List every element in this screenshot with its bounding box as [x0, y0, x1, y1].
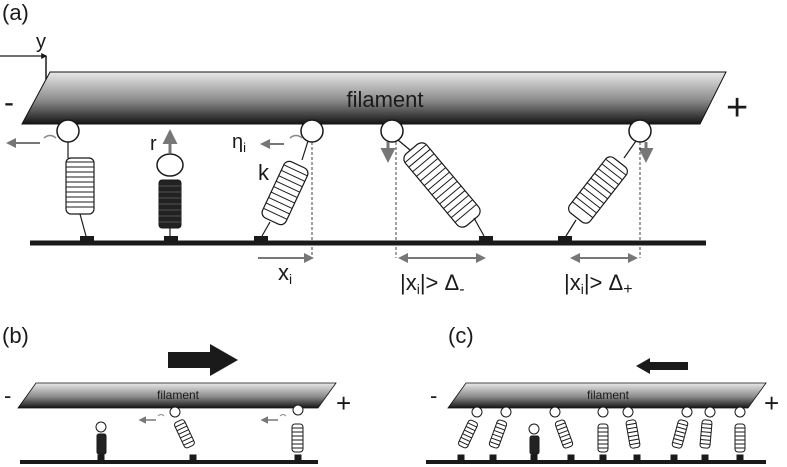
- r-label: r: [150, 133, 157, 155]
- motion-arrow-c: [636, 358, 688, 374]
- motors-b: [95, 404, 304, 461]
- panel-c-label: (c): [448, 323, 474, 348]
- minus-end-b: -: [4, 383, 11, 408]
- filament-b-label: filament: [157, 388, 200, 402]
- filament-a-label: filament: [346, 87, 423, 112]
- motor-5: [558, 119, 654, 263]
- panel-b-label: (b): [2, 323, 29, 348]
- plus-end-b: +: [336, 388, 351, 418]
- minus-end-c: -: [430, 383, 437, 408]
- filament-b: [17, 382, 337, 409]
- minus-end-a: -: [4, 86, 14, 119]
- panel-a-label: (a): [2, 0, 29, 25]
- filament-c-label: filament: [587, 388, 630, 402]
- motor-3: [254, 119, 324, 263]
- detach-minus-label: |xi|> Δ-: [400, 270, 465, 298]
- filament-c: [447, 382, 767, 409]
- plus-end-a: +: [726, 87, 748, 129]
- detach-plus-label: |xi|> Δ+: [564, 270, 633, 298]
- y-label: y: [36, 31, 46, 53]
- motor-2-detached: [156, 129, 184, 244]
- plus-end-c: +: [764, 388, 779, 418]
- motion-arrow-b: [168, 344, 238, 376]
- k-label: k: [258, 160, 270, 185]
- eta-label: ηi: [232, 131, 246, 155]
- motors-c: [457, 406, 746, 461]
- motor-4: [380, 119, 493, 263]
- filament-a: [21, 71, 727, 125]
- motor-1: [6, 119, 95, 244]
- xi-label: xi: [278, 260, 292, 287]
